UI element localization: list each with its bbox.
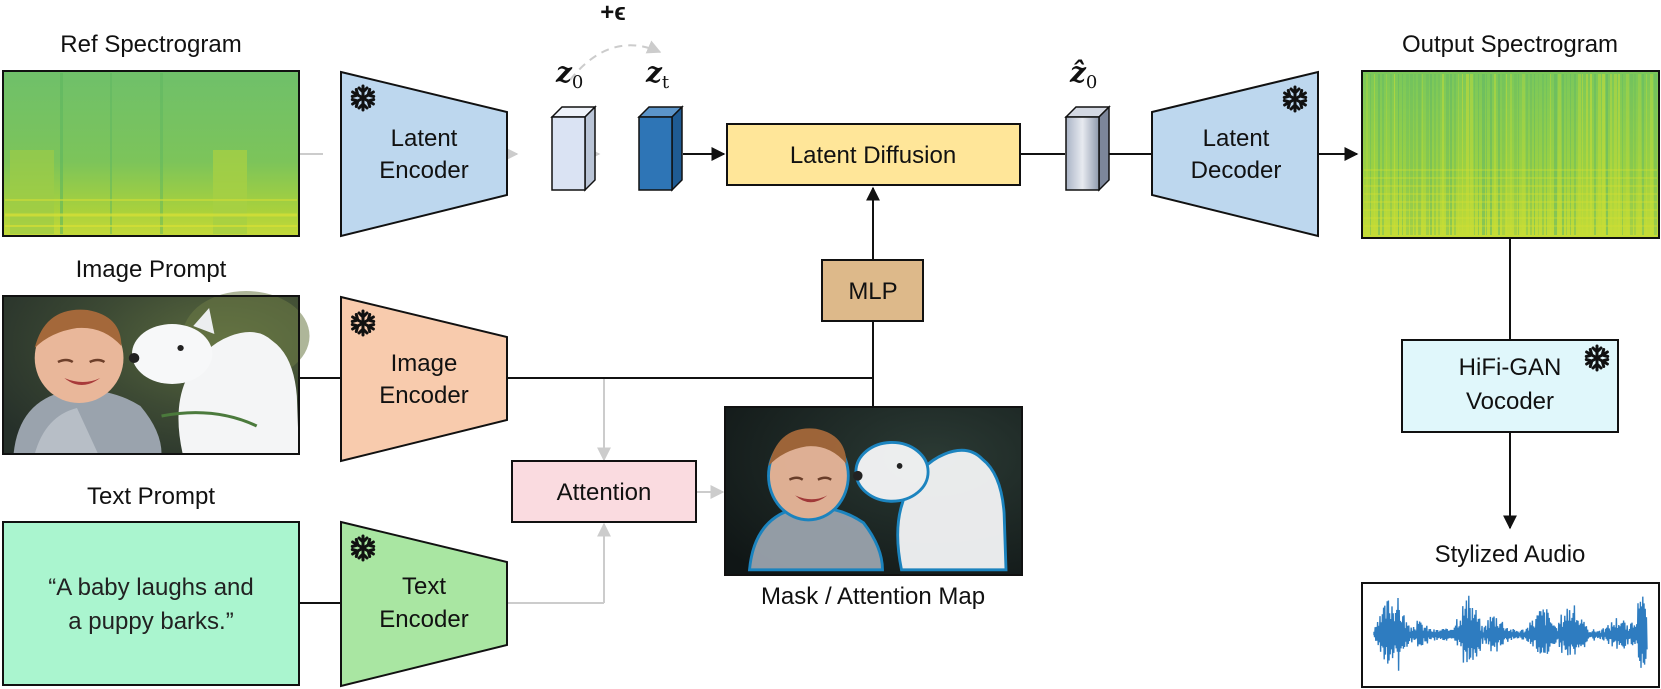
- image-prompt-photo: [1, 289, 312, 456]
- image-encoder-label-2: Encoder: [379, 382, 468, 409]
- zt-symbol: zt: [645, 56, 670, 93]
- z0-symbol: z0: [555, 56, 583, 93]
- attention-block: Attention: [511, 460, 697, 523]
- text-prompt-line-1: “A baby laughs and: [48, 574, 254, 601]
- attention-label: Attention: [557, 479, 652, 506]
- mlp-label: MLP: [848, 278, 897, 305]
- text-encoder: Text Encoder: [340, 520, 508, 688]
- output-spectrogram: [1361, 70, 1660, 239]
- latent-encoder: Latent Encoder: [340, 70, 508, 238]
- hifigan-vocoder: HiFi-GAN Vocoder: [1401, 339, 1619, 433]
- stylized-audio-label: Stylized Audio: [1435, 541, 1586, 568]
- noise-label: +ϵ: [600, 0, 626, 26]
- image-prompt-label: Image Prompt: [76, 256, 227, 283]
- ref-spectrogram: [2, 70, 300, 237]
- output-spectrogram-label: Output Spectrogram: [1402, 31, 1618, 58]
- latent-zhat: [1064, 105, 1111, 192]
- latent-decoder: Latent Decoder: [1151, 70, 1319, 238]
- vocoder-label-1: HiFi-GAN: [1459, 354, 1562, 381]
- vocoder-label-2: Vocoder: [1466, 388, 1554, 415]
- latent-encoder-label-1: Latent: [391, 125, 458, 152]
- ref-spectrogram-label: Ref Spectrogram: [60, 31, 241, 58]
- text-encoder-label-2: Encoder: [379, 606, 468, 633]
- mlp-block: MLP: [821, 259, 924, 322]
- image-encoder: Image Encoder: [340, 295, 508, 463]
- image-encoder-label-1: Image: [391, 350, 458, 377]
- latent-diffusion: Latent Diffusion: [726, 123, 1021, 186]
- latent-z0: [550, 105, 597, 192]
- latent-encoder-label-2: Encoder: [379, 157, 468, 184]
- latent-decoder-label-2: Decoder: [1191, 157, 1282, 184]
- text-prompt-box: “A baby laughs and a puppy barks.”: [2, 521, 300, 686]
- stylized-audio-waveform: [1361, 582, 1660, 688]
- attention-map-image: [724, 406, 1023, 576]
- latent-decoder-label-1: Latent: [1203, 125, 1270, 152]
- latent-diffusion-label: Latent Diffusion: [790, 142, 956, 169]
- latent-zt: [637, 105, 684, 192]
- text-encoder-label-1: Text: [402, 573, 446, 600]
- attention-map-label: Mask / Attention Map: [761, 583, 985, 610]
- zhat-symbol: ẑ0: [1069, 56, 1097, 93]
- connectors: [283, 40, 1517, 604]
- text-prompt-label: Text Prompt: [87, 483, 215, 510]
- text-prompt-line-2: a puppy barks.”: [68, 608, 233, 635]
